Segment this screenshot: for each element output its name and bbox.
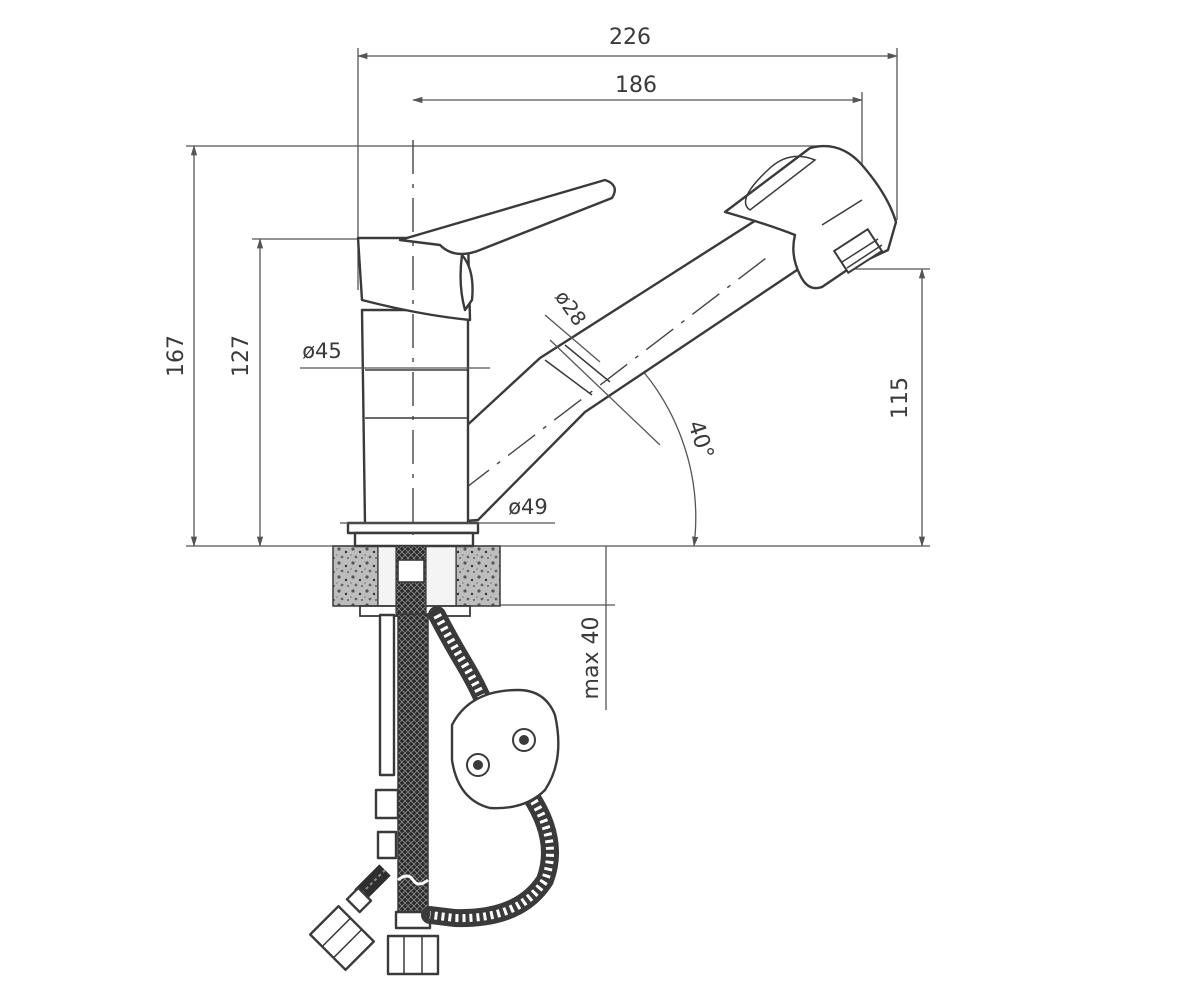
aerator-outlet [832,227,884,275]
dim-outlet-height-label: 115 [888,377,913,419]
dim-base-diameter-label: ø49 [508,495,548,519]
dim-total-width-label: 226 [609,25,651,50]
dim-outlet-height: 115 [852,267,930,548]
dim-total-height-label: 167 [164,335,189,377]
dim-spout-diameter-label: ø28 [550,286,591,331]
hose-weight [450,688,560,810]
faucet-body [346,236,480,548]
dim-body-diameter-label: ø45 [302,339,342,363]
supply-hoses [308,545,560,976]
dim-countertop-max-label: max 40 [579,617,604,700]
dim-body-diameter: ø45 [300,339,490,369]
dim-body-height: 127 [229,237,380,548]
lever-handle [398,178,616,256]
dim-countertop-max: max 40 [500,546,615,710]
dim-swivel-angle: 40° [622,349,718,548]
hose-nut-left [308,904,376,972]
hose-nut-right [386,934,440,976]
dim-base-diameter: ø49 [340,495,555,524]
dim-total-height: 167 [164,144,830,548]
dim-spout-reach-label: 186 [615,73,657,98]
pullout-spout [415,144,898,527]
dim-body-height-label: 127 [229,335,254,377]
